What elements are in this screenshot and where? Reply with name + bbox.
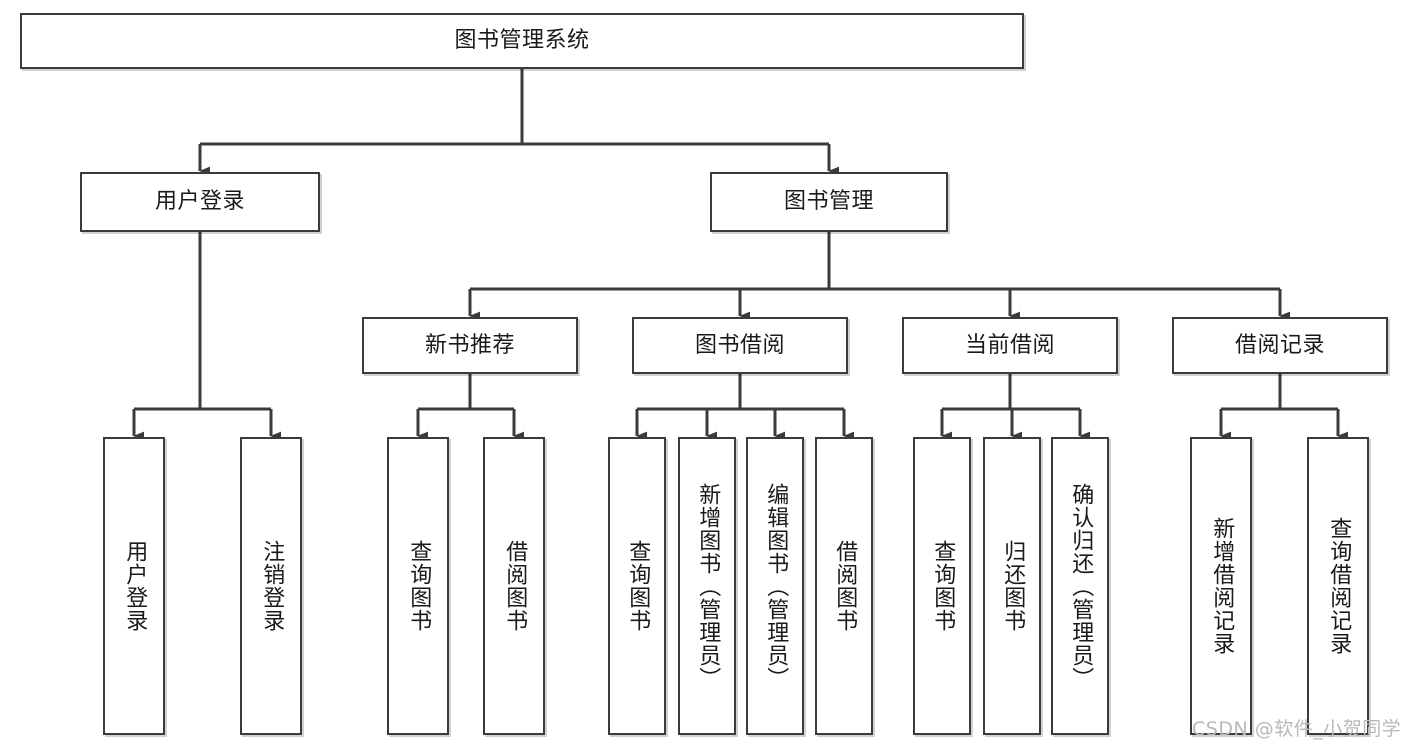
node-new-book-recommend-label: 新书推荐 (424, 332, 515, 358)
node-leaf-confirm-return[interactable]: 确认归还（管理员） (1051, 437, 1109, 735)
node-leaf-add-borrow-record-label: 新增借阅记录 (1209, 517, 1235, 655)
node-leaf-confirm-return-label: 确认归还（管理员） (1068, 482, 1094, 690)
node-leaf-borrow-book-recommend[interactable]: 借阅图书 (483, 437, 545, 735)
node-leaf-add-book[interactable]: 新增图书（管理员） (678, 437, 736, 735)
node-book-manage-label: 图书管理 (783, 189, 874, 215)
node-leaf-edit-book-label: 编辑图书（管理员） (763, 482, 789, 690)
node-leaf-query-book-borrow[interactable]: 查询图书 (608, 437, 666, 735)
node-new-book-recommend[interactable]: 新书推荐 (362, 317, 578, 374)
node-leaf-query-borrow-record[interactable]: 查询借阅记录 (1307, 437, 1369, 735)
node-root[interactable]: 图书管理系统 (20, 13, 1024, 69)
node-leaf-return-book-label: 归还图书 (1000, 540, 1026, 632)
node-leaf-logout-label: 注销登录 (259, 540, 285, 632)
node-borrow-record[interactable]: 借阅记录 (1172, 317, 1388, 374)
node-leaf-query-book-current-label: 查询图书 (930, 540, 956, 632)
node-current-borrow-label: 当前借阅 (964, 332, 1055, 358)
node-leaf-user-login-label: 用户登录 (122, 540, 148, 632)
node-leaf-borrow-book-recommend-label: 借阅图书 (502, 540, 528, 632)
node-leaf-query-book-recommend-label: 查询图书 (406, 540, 432, 632)
node-root-label: 图书管理系统 (454, 28, 590, 54)
node-book-borrow[interactable]: 图书借阅 (632, 317, 848, 374)
node-leaf-query-book-recommend[interactable]: 查询图书 (387, 437, 449, 735)
node-leaf-borrow-book-label: 借阅图书 (832, 540, 858, 632)
node-leaf-return-book[interactable]: 归还图书 (983, 437, 1041, 735)
node-leaf-query-borrow-record-label: 查询借阅记录 (1326, 517, 1352, 655)
node-user-login-label: 用户登录 (154, 189, 245, 215)
node-book-borrow-label: 图书借阅 (694, 332, 785, 358)
node-leaf-borrow-book[interactable]: 借阅图书 (815, 437, 873, 735)
node-leaf-add-borrow-record[interactable]: 新增借阅记录 (1190, 437, 1252, 735)
node-leaf-query-book-borrow-label: 查询图书 (625, 540, 651, 632)
node-book-manage[interactable]: 图书管理 (710, 172, 948, 232)
node-current-borrow[interactable]: 当前借阅 (902, 317, 1118, 374)
node-leaf-add-book-label: 新增图书（管理员） (695, 482, 721, 690)
node-borrow-record-label: 借阅记录 (1234, 332, 1325, 358)
node-leaf-user-login[interactable]: 用户登录 (103, 437, 165, 735)
node-leaf-logout[interactable]: 注销登录 (240, 437, 302, 735)
node-leaf-edit-book[interactable]: 编辑图书（管理员） (746, 437, 804, 735)
node-leaf-query-book-current[interactable]: 查询图书 (913, 437, 971, 735)
node-user-login[interactable]: 用户登录 (80, 172, 320, 232)
